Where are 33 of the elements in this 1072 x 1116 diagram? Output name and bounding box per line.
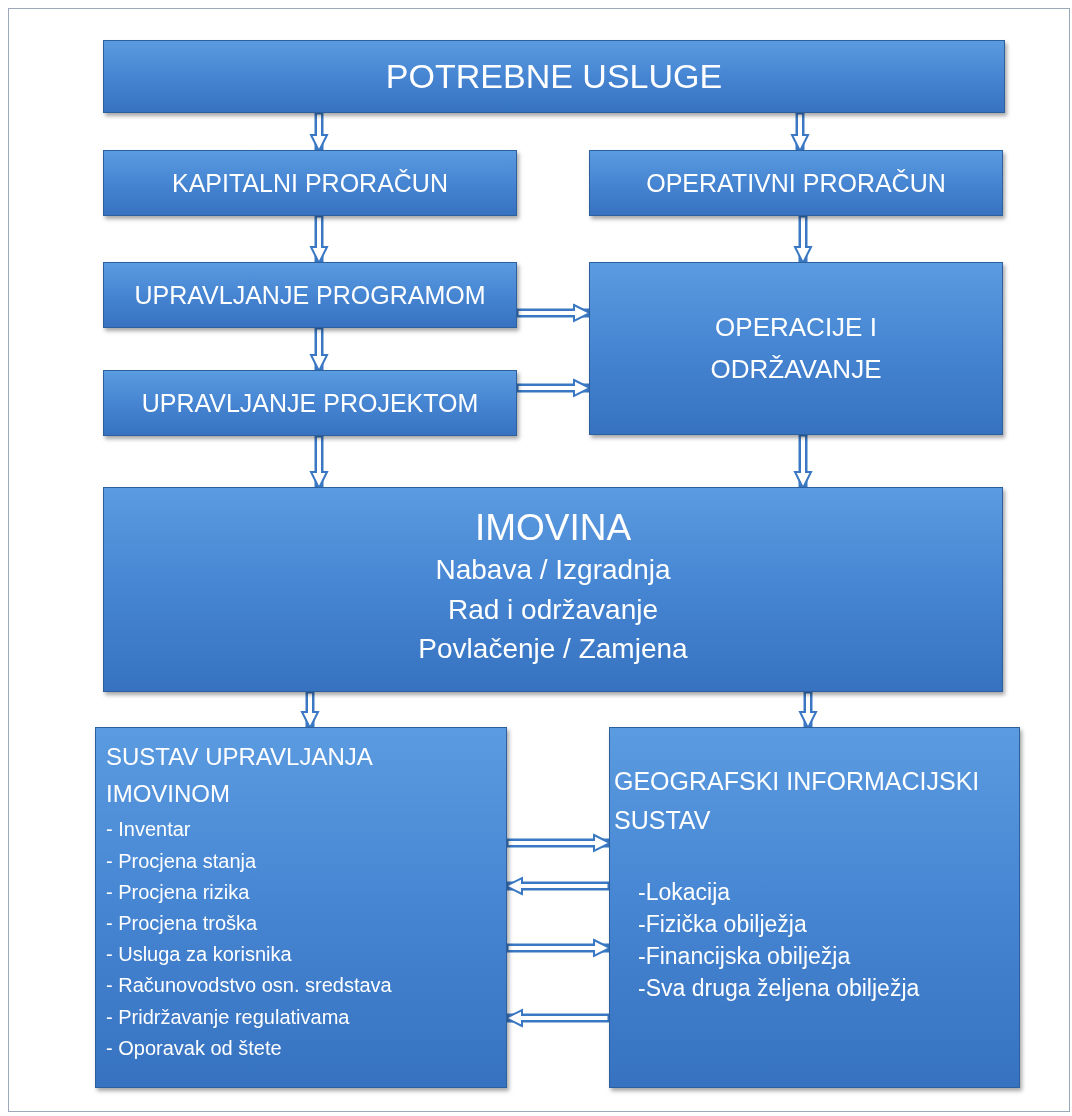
box-label: UPRAVLJANJE PROJEKTOM (141, 388, 479, 418)
list-item: - Oporavak od štete (106, 1035, 283, 1061)
box-label: UPRAVLJANJE PROGRAMOM (134, 280, 486, 310)
process-box (103, 370, 517, 436)
box-heading: SUSTAV UPRAVLJANJA IMOVINOM (106, 742, 373, 810)
list-item: -Financijska obilježja (637, 941, 852, 971)
process-box (589, 262, 1003, 435)
box-text: Rad i održavanje (447, 592, 659, 627)
box-label: KAPITALNI PRORAČUN (172, 168, 448, 198)
process-box (103, 150, 517, 216)
box-label: OPERACIJE I ODRŽAVANJE (710, 310, 882, 386)
process-box (609, 727, 1020, 1088)
list-item: - Inventar (106, 817, 192, 843)
list-item: - Usluga za korisnika (106, 942, 293, 968)
box-label: OPERATIVNI PRORAČUN (646, 168, 946, 198)
process-box (103, 40, 1005, 113)
process-box (103, 487, 1003, 692)
box-label: POTREBNE USLUGE (385, 56, 723, 97)
list-item: -Sva druga željena obilježja (637, 974, 921, 1004)
list-item: - Procjena stanja (106, 848, 258, 874)
process-box (103, 262, 517, 328)
list-item: -Lokacija (637, 877, 732, 907)
process-box (589, 150, 1003, 216)
list-item: - Procjena troška (106, 910, 259, 936)
list-item: -Fizička obilježja (637, 909, 808, 939)
list-item: - Procjena rizika (106, 879, 251, 905)
box-heading: IMOVINA (474, 506, 632, 550)
process-box (95, 727, 507, 1088)
list-item: - Računovodstvo osn. sredstava (106, 973, 393, 999)
box-text: Nabava / Izgradnja (435, 553, 671, 588)
box-heading: GEOGRAFSKI INFORMACIJSKI SUSTAV (614, 766, 981, 836)
list-item: - Pridržavanje regulativama (106, 1004, 351, 1030)
box-text: Povlačenje / Zamjena (418, 631, 688, 666)
